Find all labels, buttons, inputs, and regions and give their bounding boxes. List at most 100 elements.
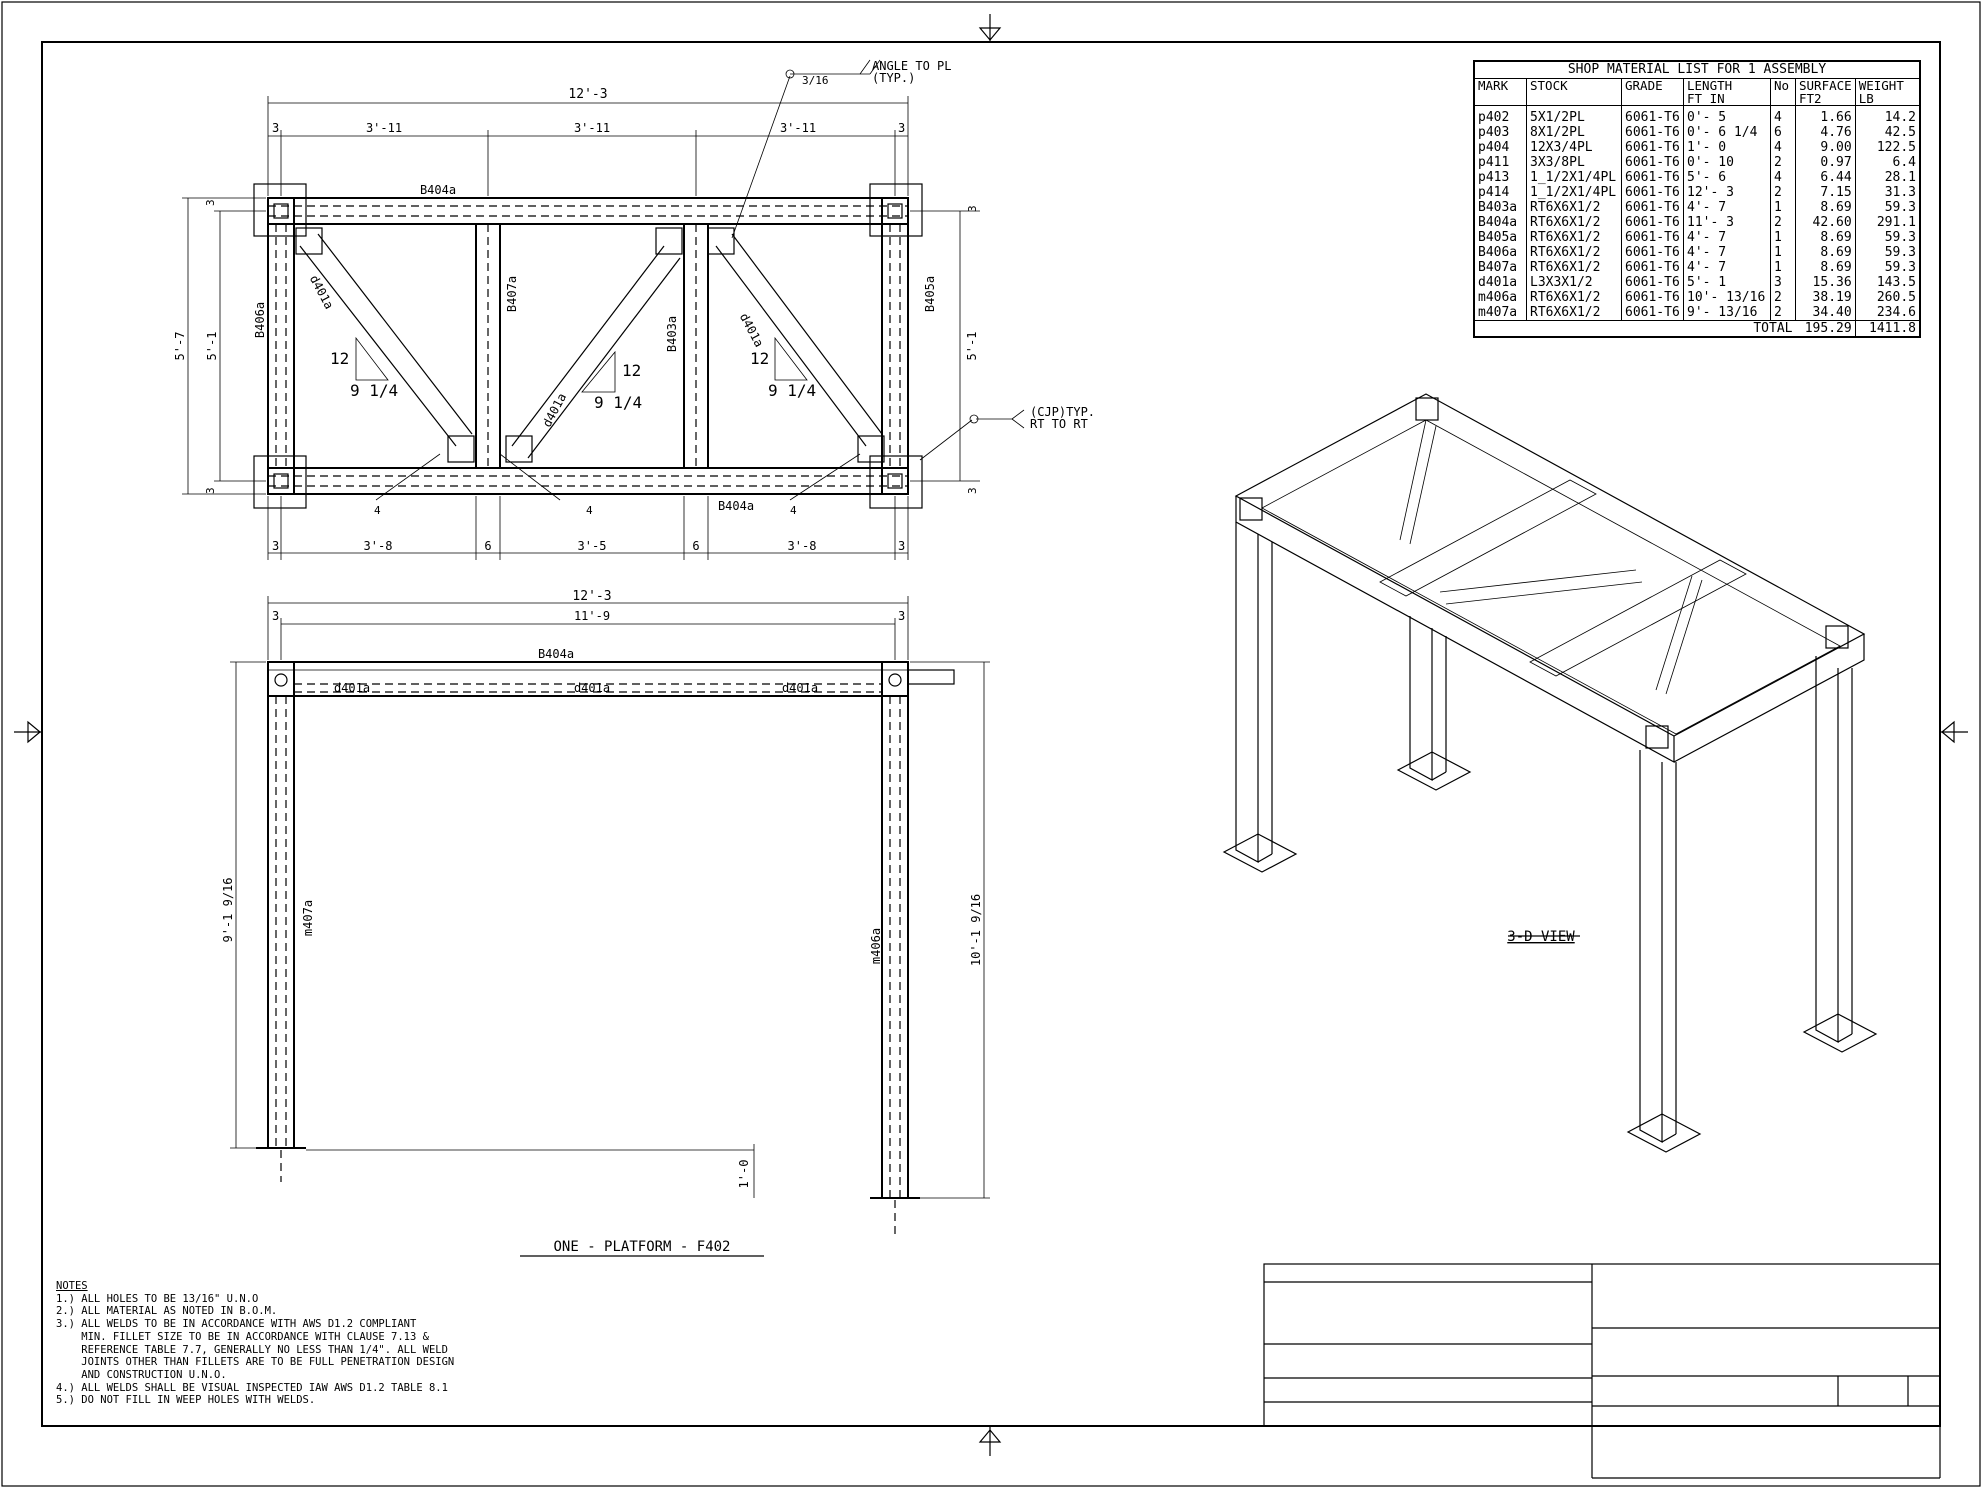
- bom-cell-no: 2: [1770, 305, 1796, 321]
- bom-cell-surface: 8.69: [1795, 200, 1856, 215]
- bom-cell-stock: RT6X6X1/2: [1526, 200, 1622, 215]
- bom-cell-stock: L3X3X1/2: [1526, 275, 1622, 290]
- bom-cell-mark: m406a: [1475, 290, 1527, 305]
- bom-cell-length: 9'- 13/16: [1683, 305, 1771, 321]
- bom-total-surface: 195.29: [1795, 320, 1856, 336]
- elev-diag-label-3: d401a: [782, 681, 818, 695]
- bom-cell-stock: RT6X6X1/2: [1526, 245, 1622, 260]
- bom-cell-surface: 9.00: [1795, 140, 1856, 155]
- notes-title: NOTES: [56, 1280, 88, 1292]
- bom-cell-surface: 8.69: [1795, 260, 1856, 275]
- bom-col-no: No: [1770, 79, 1796, 106]
- bom-total-row: TOTAL 195.29 1411.8: [1475, 320, 1919, 336]
- plan-slope-run-3: 9 1/4: [768, 381, 816, 400]
- bom-cell-length: 5'- 6: [1683, 170, 1771, 185]
- bom-cell-weight: 42.5: [1884, 125, 1916, 140]
- plan-edge-dim-bl: 3: [204, 487, 217, 494]
- plan-weld-size-2: 4: [586, 504, 593, 517]
- bom-cell-weight: 143.5: [1876, 275, 1916, 290]
- bom-cell-grade: 6061-T6: [1621, 200, 1684, 215]
- elev-diag-label-2: d401a: [574, 681, 610, 695]
- elev-edge-dim-left: 3: [272, 609, 279, 623]
- bom-cell-grade: 6061-T6: [1621, 215, 1684, 230]
- elev-col-right-label: m406a: [869, 928, 883, 964]
- bom-cell-no: 3: [1770, 275, 1796, 290]
- plan-beam-mid1-label: B407a: [505, 276, 519, 312]
- bom-cell-length: 5'- 1: [1683, 275, 1771, 290]
- bom-col-grade: GRADE: [1621, 79, 1684, 106]
- bom-cell-grade: 6061-T6: [1621, 140, 1684, 155]
- plan-top-dim-5: 3: [898, 121, 905, 135]
- bom-cell-grade: 6061-T6: [1621, 125, 1684, 140]
- plan-top-dim-3: 3'-11: [574, 121, 610, 135]
- bom-cell-grade: 6061-T6: [1621, 170, 1684, 185]
- note-line: MIN. FILLET SIZE TO BE IN ACCORDANCE WIT…: [56, 1330, 429, 1343]
- general-notes: NOTES 1.) ALL HOLES TO BE 13/16" U.N.O 2…: [56, 1280, 454, 1407]
- bom-cell-no: 1: [1770, 230, 1796, 245]
- elev-left-height-dim: 9'-1 9/16: [221, 877, 235, 942]
- plan-bottom-dim-6: 3'-8: [788, 539, 817, 553]
- bom-cell-mark: B406a: [1475, 245, 1527, 260]
- plan-beam-bottom-label: B404a: [718, 499, 754, 513]
- plan-bottom-dim-1: 3: [272, 539, 279, 553]
- bom-cell-grade: 6061-T6: [1621, 275, 1684, 290]
- bom-cell-stock: 3X3/8PL: [1526, 155, 1622, 170]
- bom-cell-weight: 6.4: [1892, 155, 1916, 170]
- bom-cell-mark: p402: [1475, 105, 1527, 125]
- elev-inner-dim: 11'-9: [574, 609, 610, 623]
- bom-cell-no: 4: [1770, 105, 1796, 125]
- bom-total-label: TOTAL: [1475, 320, 1796, 336]
- elevation-labels: 12'-3 11'-9 3 3 B404a d401a d401a d401a …: [221, 589, 983, 1255]
- plan-edge-dim-tl: 3: [204, 199, 217, 206]
- plan-bottom-dim-3: 6: [484, 539, 491, 553]
- plan-bottom-dim-4: 3'-5: [578, 539, 607, 553]
- bom-cell-mark: p413: [1475, 170, 1527, 185]
- plan-diag-label-1: d401a: [307, 273, 336, 311]
- bom-cell-no: 2: [1770, 290, 1796, 305]
- note-line: 5.) DO NOT FILL IN WEEP HOLES WITH WELDS…: [56, 1394, 316, 1407]
- bom-col-stock: STOCK: [1526, 79, 1622, 106]
- plan-left-outer-dim: 5'-7: [173, 332, 187, 361]
- bom-cell-no: 1: [1770, 260, 1796, 275]
- bom-cell-weight: 28.1: [1884, 170, 1916, 185]
- plan-weld-size-3: 4: [790, 504, 797, 517]
- iso-view: [1222, 393, 1878, 1153]
- bom-cell-length: 0'- 5: [1683, 105, 1771, 125]
- elevation-view: [230, 596, 990, 1257]
- plan-left-inner-dim: 5'-1: [205, 332, 219, 361]
- bom-cell-grade: 6061-T6: [1621, 185, 1684, 200]
- bom-cell-no: 4: [1770, 140, 1796, 155]
- bom-cell-length: 4'- 7: [1683, 200, 1771, 215]
- plan-beam-top-label: B404a: [420, 183, 456, 197]
- bom-cell-weight: 59.3: [1884, 230, 1916, 245]
- bom-cell-surface: 0.97: [1795, 155, 1856, 170]
- bom-cell-stock: 1_1/2X1/4PL: [1526, 185, 1622, 200]
- elev-beam-label: B404a: [538, 647, 574, 661]
- bom-cell-stock: RT6X6X1/2: [1526, 230, 1622, 245]
- plan-labels: 12'-3 3 3'-11 3'-11 3'-11 3 3 3'-8 6 3'-…: [173, 59, 1095, 553]
- bom-cell-length: 4'- 7: [1683, 230, 1771, 245]
- bom-cell-mark: p411: [1475, 155, 1527, 170]
- bom-cell-mark: B403a: [1475, 200, 1527, 215]
- plan-edge-dim-tr: 3: [966, 205, 979, 212]
- bom-cell-weight: 122.5: [1876, 140, 1916, 155]
- bom-cell-weight: 31.3: [1884, 185, 1916, 200]
- bom-cell-weight: 59.3: [1884, 260, 1916, 275]
- callout-cjp: (CJP)TYP.: [1030, 405, 1095, 419]
- bom-cell-no: 4: [1770, 170, 1796, 185]
- note-line: REFERENCE TABLE 7.7, GENERALLY NO LESS T…: [56, 1343, 448, 1356]
- bom-cell-surface: 7.15: [1795, 185, 1856, 200]
- bom-cell-surface: 34.40: [1795, 305, 1856, 321]
- bom-cell-length: 0'- 6 1/4: [1683, 125, 1771, 140]
- title-block: [1263, 1263, 1941, 1479]
- elev-col-left-label: m407a: [301, 900, 315, 936]
